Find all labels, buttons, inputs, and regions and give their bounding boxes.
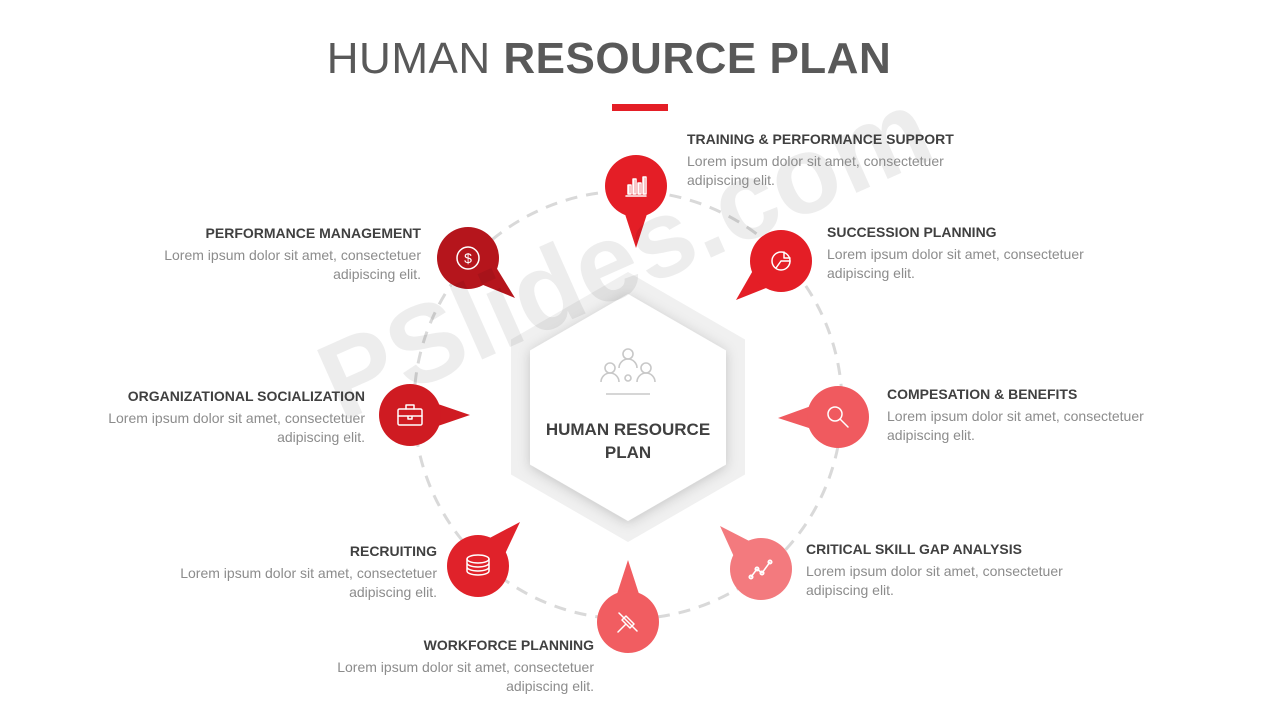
page-title: HUMAN RESOURCE PLAN	[0, 34, 1218, 84]
node-circle	[379, 384, 441, 446]
node-performance-management: $	[437, 227, 515, 298]
node-text-succession-planning: SUCCESSION PLANNING Lorem ipsum dolor sit…	[827, 224, 1127, 283]
node-text-performance-management: PERFORMANCE MANAGEMENT Lorem ipsum dolor …	[121, 225, 421, 284]
title-bold: RESOURCE PLAN	[503, 34, 892, 83]
bar-chart-icon	[625, 176, 647, 197]
node-description: Lorem ipsum dolor sit amet, consectetuer…	[164, 247, 421, 282]
node-description: Lorem ipsum dolor sit amet, consectetuer…	[687, 153, 944, 188]
node-description: Lorem ipsum dolor sit amet, consectetuer…	[337, 659, 594, 694]
node-title: SUCCESSION PLANNING	[827, 224, 997, 240]
svg-text:$: $	[464, 250, 472, 266]
node-description: Lorem ipsum dolor sit amet, consectetuer…	[180, 565, 437, 600]
node-text-training-performance-support: TRAINING & PERFORMANCE SUPPORT Lorem ipsu…	[687, 131, 987, 190]
node-title: CRITICAL SKILL GAP ANALYSIS	[806, 541, 1022, 557]
node-pointer	[616, 560, 640, 597]
node-text-compesation-benefits: COMPESATION & BENEFITS Lorem ipsum dolor …	[887, 386, 1187, 445]
node-circle	[447, 535, 509, 597]
node-compesation-benefits	[778, 386, 869, 448]
node-recruiting	[447, 522, 520, 597]
node-circle	[730, 538, 792, 600]
node-description: Lorem ipsum dolor sit amet, consectetuer…	[108, 410, 365, 445]
node-circle	[437, 227, 499, 289]
team-meeting-icon	[600, 348, 656, 395]
node-training-performance-support	[605, 155, 667, 248]
pushpin-icon	[617, 612, 638, 633]
node-pointer	[720, 526, 753, 560]
node-title: RECRUITING	[349, 543, 437, 559]
node-title: WORKFORCE PLANNING	[423, 637, 594, 653]
dollar-coin-icon: $	[456, 246, 480, 270]
coin-stack-icon	[466, 554, 490, 576]
title-light: HUMAN	[326, 34, 504, 83]
node-organizational-socialization	[379, 384, 470, 446]
center-label-line2: PLAN	[605, 443, 651, 462]
node-title: COMPESATION & BENEFITS	[887, 386, 1078, 402]
node-pointer	[624, 211, 648, 248]
node-title: TRAINING & PERFORMANCE SUPPORT	[687, 131, 954, 147]
node-text-organizational-socialization: ORGANIZATIONAL SOCIALIZATION Lorem ipsum …	[65, 388, 365, 447]
node-title: ORGANIZATIONAL SOCIALIZATION	[127, 388, 365, 404]
node-description: Lorem ipsum dolor sit amet, consectetuer…	[806, 563, 1063, 598]
node-pointer	[736, 268, 770, 300]
center-label-line1: HUMAN RESOURCE	[546, 420, 710, 439]
hexagon-inner	[530, 294, 726, 521]
node-critical-skill-gap-analysis	[720, 526, 792, 600]
node-workforce-planning	[597, 560, 659, 653]
node-description: Lorem ipsum dolor sit amet, consectetuer…	[887, 408, 1144, 443]
title-underline-bar	[612, 104, 668, 111]
line-graph-icon	[748, 559, 773, 580]
magnifier-icon	[827, 406, 849, 428]
node-succession-planning	[736, 230, 812, 300]
node-text-recruiting: RECRUITING Lorem ipsum dolor sit amet, co…	[137, 543, 437, 602]
node-description: Lorem ipsum dolor sit amet, consectetuer…	[827, 246, 1084, 281]
node-circle	[807, 386, 869, 448]
node-text-workforce-planning: WORKFORCE PLANNING Lorem ipsum dolor sit …	[294, 637, 594, 696]
node-pointer	[778, 405, 814, 430]
briefcase-icon	[397, 404, 423, 426]
node-pointer	[435, 403, 470, 427]
node-text-critical-skill-gap-analysis: CRITICAL SKILL GAP ANALYSIS Lorem ipsum d…	[806, 541, 1106, 600]
pie-chart-icon	[771, 251, 791, 271]
node-pointer	[486, 522, 520, 557]
node-title: PERFORMANCE MANAGEMENT	[205, 225, 421, 241]
